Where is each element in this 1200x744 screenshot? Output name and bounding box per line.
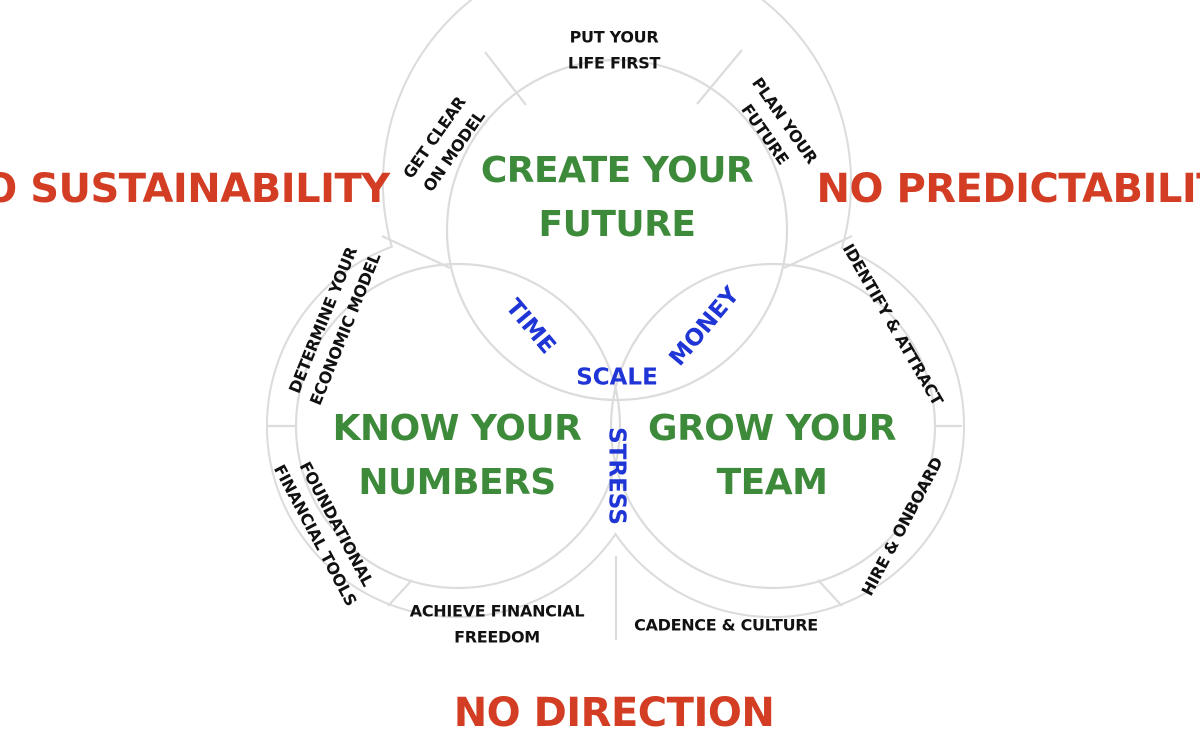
- overlap-scale: SCALE: [576, 365, 658, 391]
- ring-fill: [268, 0, 963, 616]
- segment-bottom-left-line2: FREEDOM: [454, 628, 540, 647]
- segment-top-center-line1: PUT YOUR: [570, 28, 659, 47]
- outcome-no-direction: NO DIRECTION: [454, 690, 775, 736]
- segment-top-center-line2: LIFE FIRST: [568, 54, 661, 73]
- outcome-no-sustainability: NO SUSTAINABILITY: [0, 166, 391, 212]
- outcome-no-predictability: NO PREDICTABILITY: [817, 166, 1200, 212]
- core-top-line1: CREATE YOUR: [481, 150, 753, 191]
- segment-bottom-right-line1: CADENCE & CULTURE: [634, 616, 818, 635]
- overlap-stress: STRESS: [604, 427, 630, 525]
- segment-achieve-financial-freedom: ACHIEVE FINANCIAL FREEDOM: [410, 602, 585, 647]
- segment-bottom-left-line1: ACHIEVE FINANCIAL: [410, 602, 585, 621]
- segment-dividers: [268, 49, 962, 640]
- core-create-your-future: CREATE YOUR FUTURE: [481, 150, 754, 245]
- core-left-line2: NUMBERS: [358, 462, 555, 503]
- core-grow-your-team: GROW YOUR TEAM: [648, 408, 896, 503]
- core-know-your-numbers: KNOW YOUR NUMBERS: [333, 408, 582, 503]
- core-right-line2: TEAM: [717, 462, 828, 503]
- core-top-line2: FUTURE: [539, 204, 696, 245]
- core-right-line1: GROW YOUR: [648, 408, 896, 449]
- segment-put-your-life-first: PUT YOUR LIFE FIRST: [568, 28, 661, 73]
- core-left-line1: KNOW YOUR: [333, 408, 582, 449]
- segment-cadence-and-culture: CADENCE & CULTURE: [634, 616, 818, 635]
